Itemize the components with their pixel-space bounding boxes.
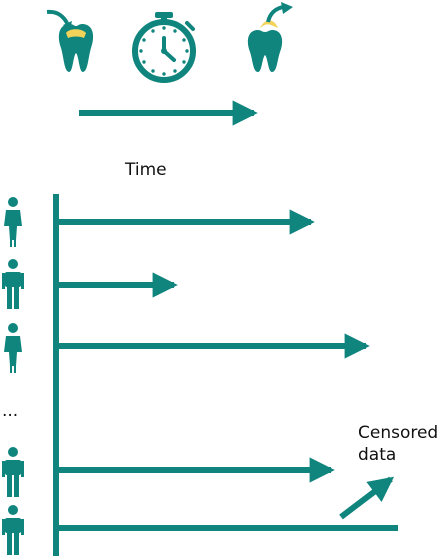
censored-data-label-line2: data [358,445,396,465]
time-label: Time [124,160,167,180]
person-female-icon [4,323,22,373]
tooth-with-filling-icon [46,9,94,72]
ellipsis-label: ... [2,401,18,421]
person-male-icon [2,259,24,309]
stopwatch-icon [132,12,196,83]
person-female-icon [4,197,22,247]
person-male-icon [2,447,24,497]
censored-data-label-line1: Censored [358,423,438,443]
censored-data-arrow [339,476,395,520]
tooth-with-lost-filling-icon [247,2,293,72]
censored-data-label: Censored data [358,423,443,465]
person-male-icon [2,505,24,555]
